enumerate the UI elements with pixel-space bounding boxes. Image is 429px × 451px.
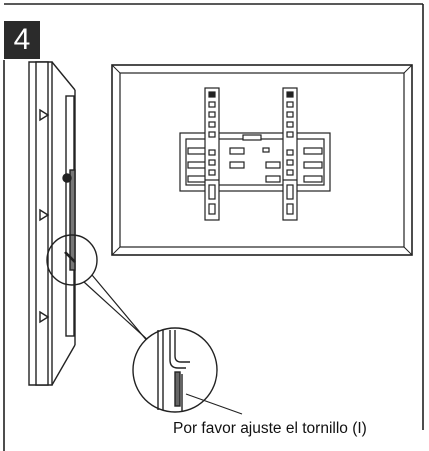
zoomed-screw-detail <box>132 327 218 413</box>
step-frame <box>3 3 424 451</box>
side-view-tv <box>28 61 76 386</box>
vertical-arm-right <box>282 87 298 221</box>
front-view-tv-frame <box>111 64 413 256</box>
wall-plate <box>179 132 331 192</box>
vertical-arm-left <box>204 87 220 221</box>
instruction-caption: Por favor ajuste el tornillo (I) <box>173 420 367 437</box>
caption-leader-line <box>185 393 243 415</box>
step-number-badge: 4 <box>4 21 40 59</box>
detail-marker-circle <box>46 234 98 286</box>
